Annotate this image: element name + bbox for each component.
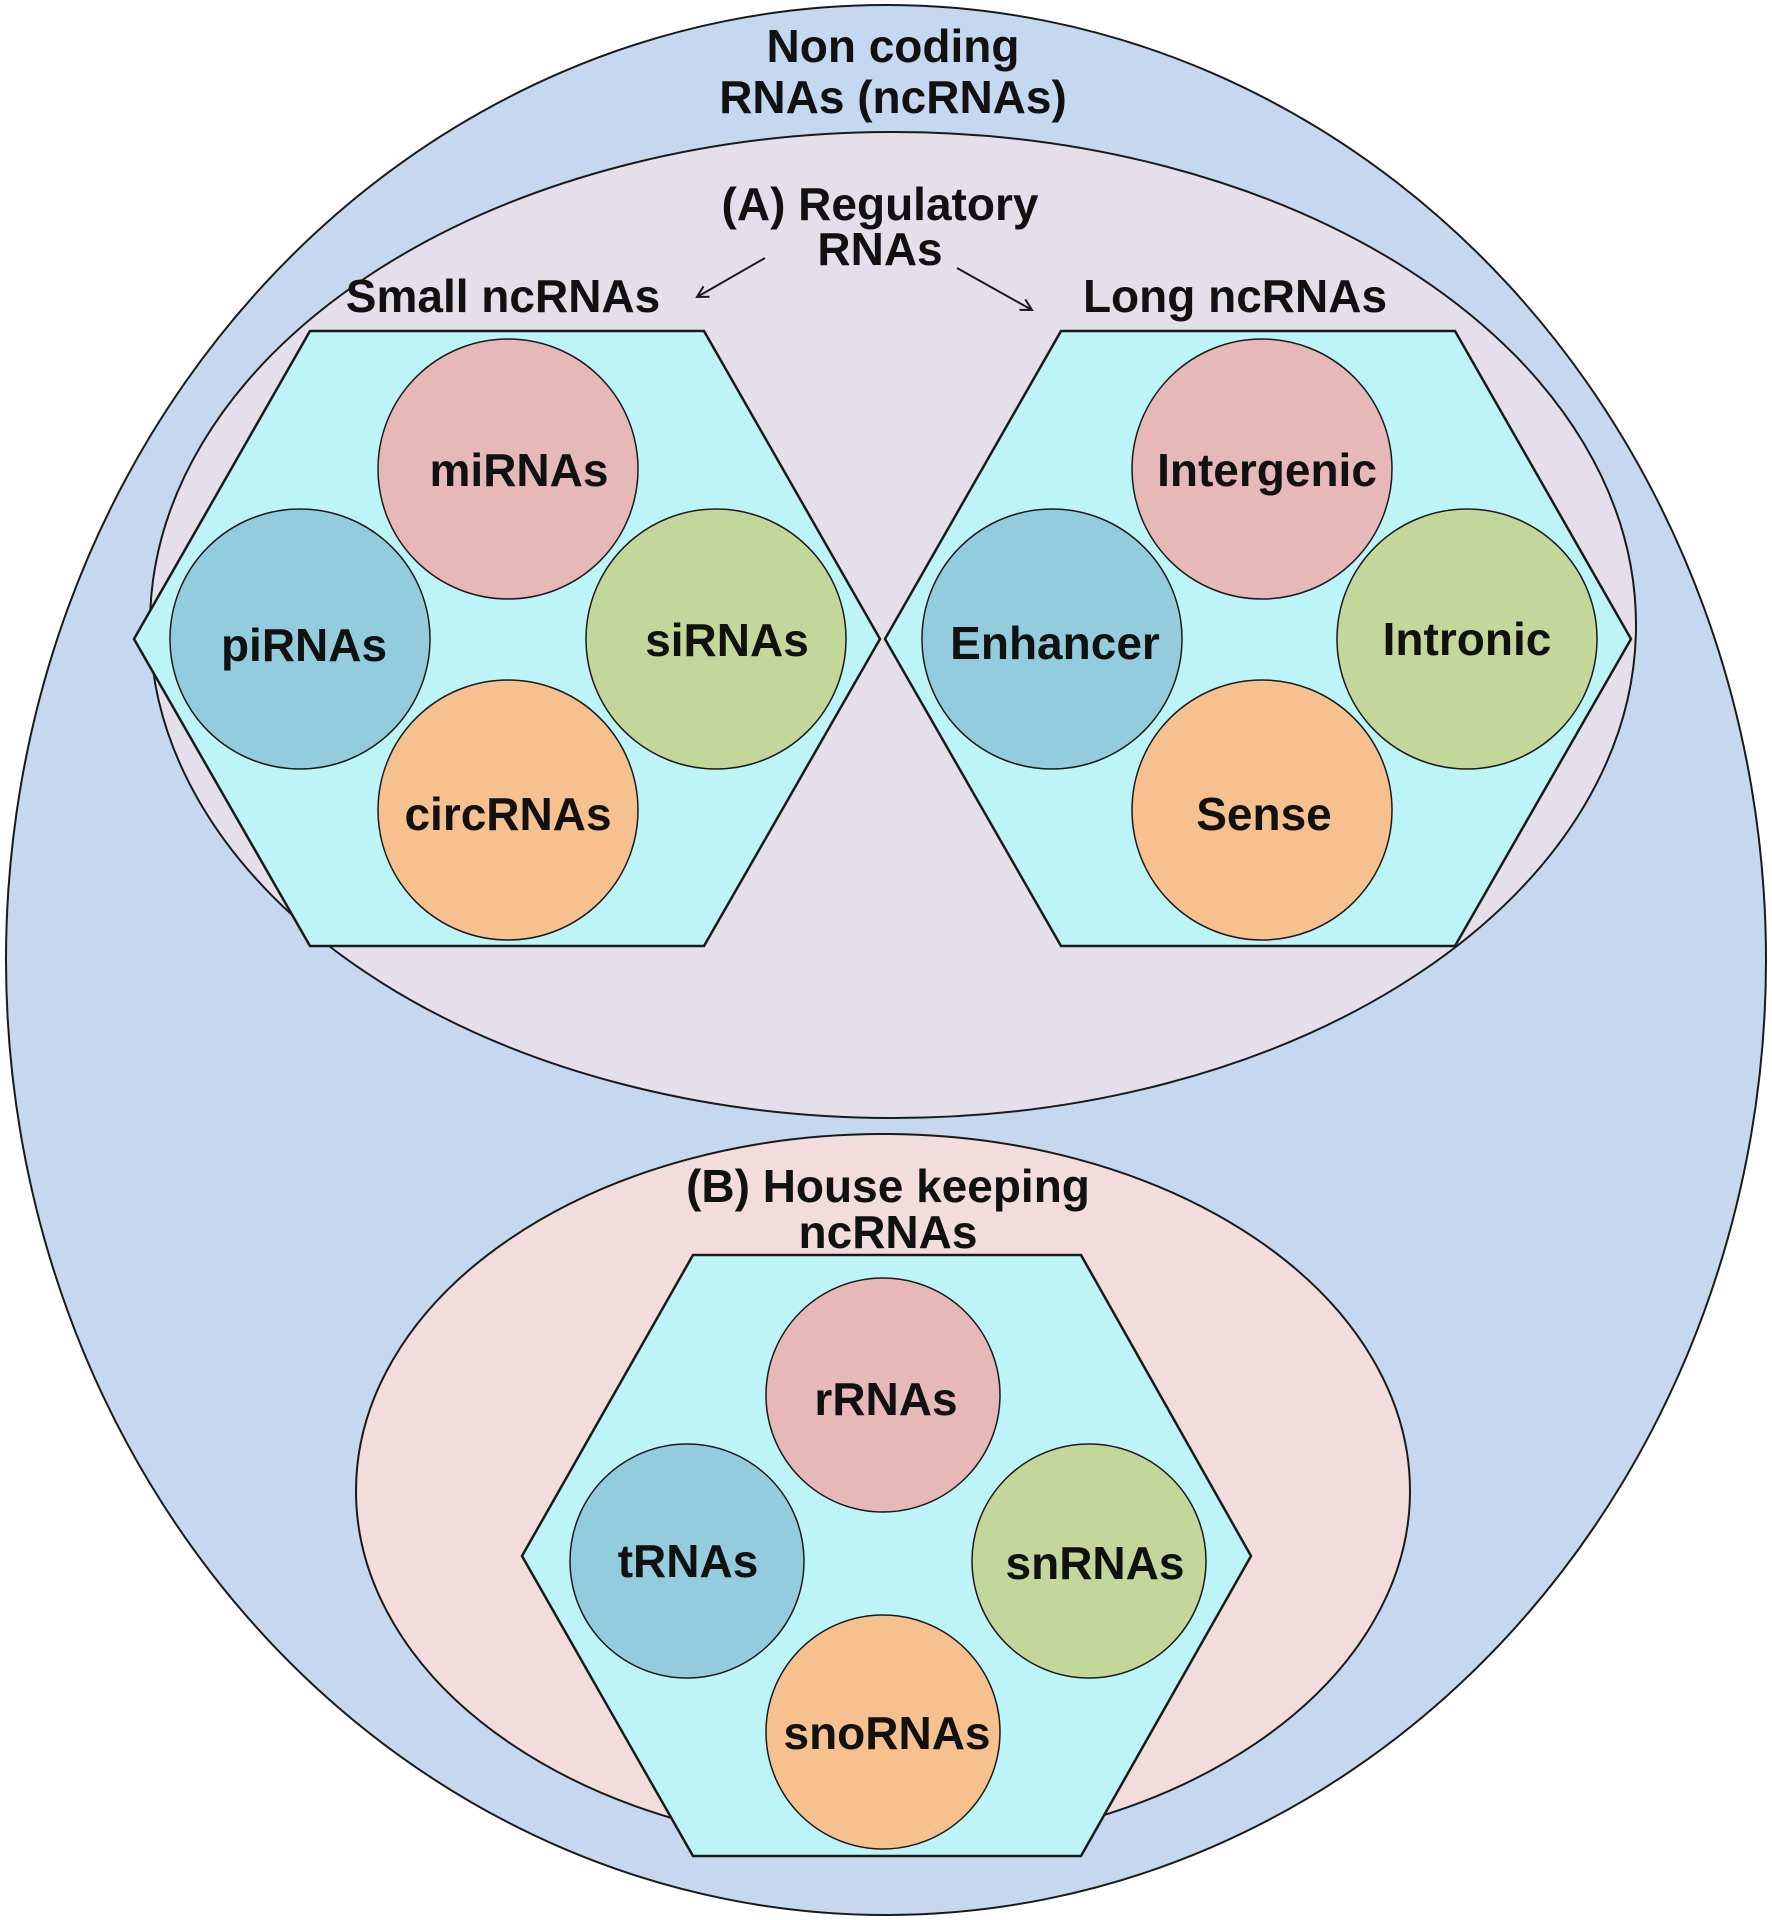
sirnas-circle <box>585 508 847 770</box>
housekeeping-title-line2: ncRNAs <box>799 1206 978 1258</box>
housekeeping-title-line1: (B) House keeping <box>686 1160 1090 1212</box>
regulatory-title-line2: RNAs <box>817 223 942 275</box>
sirnas-label: siRNAs <box>645 614 809 666</box>
enhancer-label: Enhancer <box>950 617 1160 669</box>
arrow-to-long-ncrnas <box>956 267 1032 310</box>
rrnas-label: rRNAs <box>814 1373 957 1425</box>
snornas-circle <box>765 1614 1001 1850</box>
snrnas-label: snRNAs <box>1006 1537 1185 1589</box>
trnas-label: tRNAs <box>618 1535 759 1587</box>
small-ncrnas-hexagon <box>132 329 882 948</box>
sense-circle <box>1131 679 1393 941</box>
long-ncrnas-title: Long ncRNAs <box>1083 270 1387 322</box>
housekeeping-hexagon <box>520 1253 1253 1858</box>
pirnas-label: piRNAs <box>221 619 387 671</box>
circrnas-label: circRNAs <box>404 788 611 840</box>
ncrnas-title-line1: Non coding <box>767 20 1020 72</box>
regulatory-title-line1: (A) Regulatory <box>722 178 1039 230</box>
long-ncrnas-hexagon <box>883 329 1633 948</box>
intergenic-label: Intergenic <box>1157 444 1377 496</box>
small-ncrnas-title: Small ncRNAs <box>346 270 660 322</box>
intronic-circle <box>1336 508 1598 770</box>
intergenic-circle <box>1131 338 1393 600</box>
mirnas-circle <box>377 338 639 600</box>
trnas-circle <box>569 1443 805 1679</box>
circrnas-circle <box>377 679 639 941</box>
arrow-to-small-ncrnas <box>697 257 766 297</box>
snornas-label: snoRNAs <box>783 1707 990 1759</box>
enhancer-circle <box>921 508 1183 770</box>
sense-label: Sense <box>1196 788 1332 840</box>
intronic-label: Intronic <box>1383 613 1552 665</box>
rrnas-circle <box>765 1277 1001 1513</box>
ncrnas-title-line2: RNAs (ncRNAs) <box>719 71 1067 123</box>
mirnas-label: miRNAs <box>430 444 609 496</box>
snrnas-circle <box>971 1443 1207 1679</box>
pirnas-circle <box>169 508 431 770</box>
